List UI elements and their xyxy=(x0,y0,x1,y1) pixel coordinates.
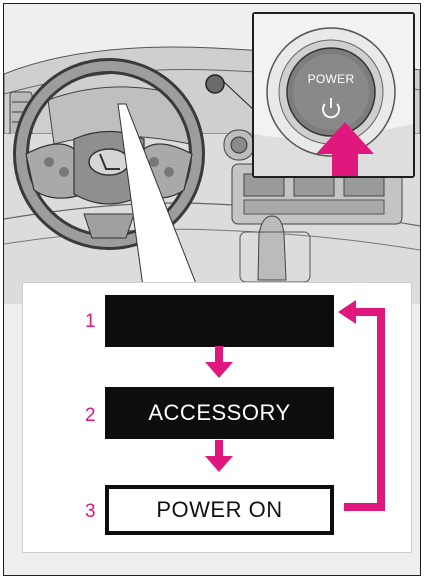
power-button-inset: POWER xyxy=(252,12,415,178)
step-number-1: 1 xyxy=(85,311,96,333)
power-button-label: POWER xyxy=(296,72,366,86)
step-number-2: 2 xyxy=(85,405,96,427)
power-mode-panel: 1 2 ACCESSORY 3 POWER ON xyxy=(22,282,412,553)
step-box-3: POWER ON xyxy=(105,485,334,535)
step-box-1 xyxy=(105,295,334,347)
step-box-2: ACCESSORY xyxy=(105,387,334,439)
step-number-3: 3 xyxy=(85,501,96,523)
